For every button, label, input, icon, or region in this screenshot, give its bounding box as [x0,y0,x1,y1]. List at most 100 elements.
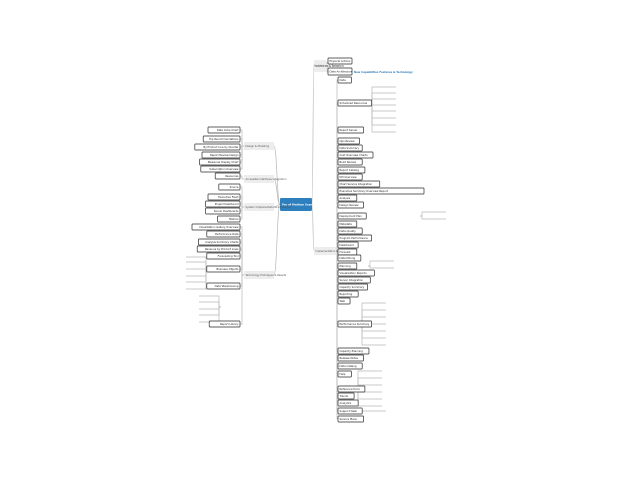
right-topic-node[interactable]: Cost Overview Charts [337,151,374,159]
right-topic-node[interactable]: Trends [337,392,355,400]
right-topic-node[interactable]: Report Catalog [337,166,366,174]
right-topic-node[interactable]: Help [337,370,352,378]
right-topic-node[interactable]: Capacity Summary [337,283,368,291]
topic-label: Support Desk [340,409,358,413]
branch-link [240,274,244,325]
left-topic-node[interactable]: Forecasting Tool [206,252,241,260]
branch-link [240,206,244,220]
right-topic-node[interactable]: Report Server [337,126,364,134]
right-topic-node[interactable]: Analytics [337,399,359,407]
right-topic-node[interactable]: Executive Summary Overview Report [337,187,425,195]
topic-box [206,282,241,290]
left-topic-node[interactable]: Visualization Gallery Overview [191,223,241,231]
topic-box [200,165,241,173]
left-group-0[interactable]: Design & Modeling [244,142,274,150]
right-topic-node[interactable]: Scheduled Resources [337,99,373,107]
left-topic-node[interactable]: Revenue by Product Lines [196,245,241,253]
topic-label: Server Integration [340,278,364,282]
left-topic-node[interactable]: Data Cube Chart [207,126,241,134]
right-topic-node[interactable]: Ops Review [337,137,360,145]
topic-label: Service Plans [340,417,358,421]
topic-box [337,241,359,249]
left-topic-node[interactable]: Top Recommendations [202,135,241,143]
right-topic-node[interactable]: Metadata [337,220,358,228]
left-topic-node[interactable]: Analysis Summary Charts [198,238,241,246]
group-label: Architecture & Technology [314,65,345,68]
right-topic-node[interactable]: Service Plans [337,415,364,423]
right-group-1[interactable]: Architecture & Technology [314,65,345,68]
left-topic-node[interactable]: Resources [214,172,241,180]
left-topic-node[interactable]: Server Dashboards [205,207,241,215]
topic-box [191,223,241,231]
right-topic-node[interactable]: Data [337,76,352,84]
topic-label: Data Summary [340,146,360,150]
topic-label: Cost Overview Charts [340,153,369,157]
right-topic-node[interactable]: Analysis [337,194,358,202]
topic-box [337,385,366,393]
right-topic-node[interactable]: Design Review [337,201,364,209]
right-topic-node[interactable]: Forecast [337,248,358,256]
topic-box [337,212,367,220]
right-topic-node[interactable]: Chart Service Integration [337,180,381,188]
left-topic-node[interactable]: Data Warehousing [206,282,241,290]
group-label: System Implementations & Planning [246,205,292,209]
right-topic-node[interactable]: Data Quality [337,227,363,235]
right-topic-node[interactable]: Data Architecture [327,67,353,76]
left-topic-node[interactable]: Source [218,183,241,191]
topic-label: KPI Overview [340,175,358,179]
topic-box [337,262,358,270]
left-topic-node[interactable]: Report Review Design [201,151,241,159]
right-topic-node[interactable]: Support Desk [337,407,363,415]
right-topic-node[interactable]: Data Summary [337,144,363,152]
right-topic-node[interactable]: Planning [337,262,358,270]
topic-label: Reference Docs [340,387,361,391]
right-topic-node[interactable]: Visualization Reports [337,269,375,277]
topic-box [337,283,368,291]
topic-label: Chart Service Integration [340,182,373,186]
topic-label: Design Review [340,203,360,207]
topic-box [337,144,363,152]
right-topic-node[interactable]: Deployment Plan [337,212,367,220]
topic-box [337,126,364,134]
left-group-1[interactable]: Accessible Interfaces Integration [244,175,287,183]
left-topic-node[interactable]: By Product Line by Quarter [194,143,241,151]
right-topic-node[interactable]: Build Review [337,158,363,166]
left-topic-node[interactable]: Performance Data [206,230,241,238]
left-group-3[interactable]: Technology Prototypes & Results [244,271,287,279]
right-topic-node[interactable]: Release Notes [337,354,364,362]
topic-box [337,158,363,166]
group-box [244,203,274,211]
central-topic[interactable]: Pro of Medium Scanning Ability (ppt) [280,198,338,211]
left-topic-node[interactable]: Project Dashboard [205,200,241,208]
right-group-2[interactable]: Implementation & Reports [314,247,349,255]
topic-label: Build Review [340,160,357,164]
branch-link [273,204,281,208]
topic-label: Trends [340,394,349,398]
topic-box [337,297,351,305]
left-topic-node[interactable]: Subscription Overview [200,165,241,173]
right-topic-node[interactable]: Reference Docs [337,385,366,393]
right-topic-node[interactable]: Web [337,297,351,305]
mindmap-links [186,61,446,420]
left-topic-node[interactable]: Report Library [208,320,241,328]
right-topic-node[interactable]: Program Performance [337,234,373,242]
right-topic-node[interactable]: Reporting [337,290,359,298]
right-topic-node[interactable]: Performance Summary [337,320,373,328]
right-group-0[interactable]: Source Code Library [314,60,341,72]
left-topic-node[interactable]: Business Objects [206,265,241,273]
topic-box [337,201,364,209]
right-topic-node[interactable]: Capacity Planning [337,347,370,355]
branch-link [420,211,424,217]
left-topic-node[interactable]: Measures Display Chart [199,158,241,166]
branch-link [273,145,281,205]
group-label: Accessible Interfaces Integration [246,177,287,181]
left-topic-node[interactable]: Metrics [217,215,241,223]
right-topic-node[interactable]: KPI Overview [337,173,363,181]
right-topic-node[interactable]: Server Integration [337,276,371,284]
right-topic-node[interactable]: Data Catalog [337,362,363,370]
right-topic-node[interactable]: Data Mining [337,254,362,262]
right-topic-node[interactable]: Physical Actions [327,57,353,65]
right-topic-node[interactable]: Dashboard [337,241,359,249]
left-group-2[interactable]: System Implementations & Planning [244,203,291,211]
left-topic-node[interactable]: Executive Flash [207,193,241,201]
